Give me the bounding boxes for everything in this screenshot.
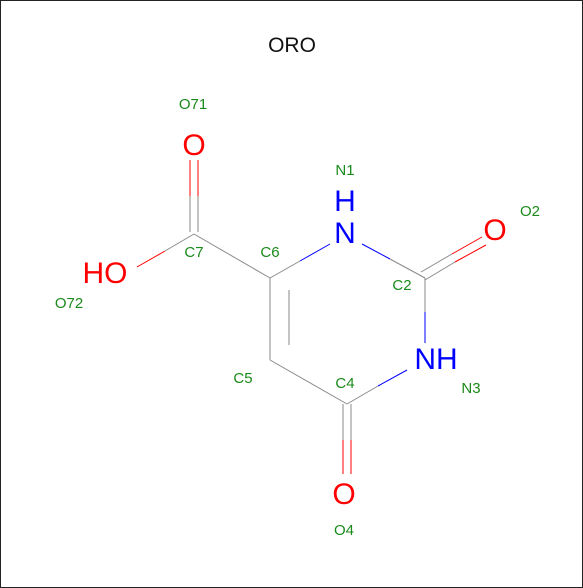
- label-o2: O2: [520, 203, 540, 220]
- bond-c2-o2: [420, 253, 453, 273]
- label-c5: C5: [233, 370, 252, 387]
- atom-o2: O: [483, 214, 506, 247]
- label-n3: N3: [461, 380, 480, 397]
- bond-c2-o2-b-red: [454, 244, 487, 263]
- bond-c7-c6: [193, 233, 271, 279]
- atom-h-n1: H: [334, 185, 356, 218]
- bond-c7-o72: [164, 233, 195, 252]
- label-n1: N1: [335, 162, 354, 179]
- atom-o4: O: [332, 478, 355, 511]
- atom-labels: O71 N1 O2 C7 C6 O72 C2 C5 C4 N3 O4: [55, 96, 540, 539]
- bond-n1-c2-blue: [361, 243, 391, 260]
- diagram-title: ORO: [268, 34, 316, 57]
- bond-c4-c5: [269, 359, 348, 405]
- bond-c7-o72-red: [136, 250, 166, 268]
- bond-n3-c4-blue: [377, 369, 408, 387]
- atom-n3: NH: [414, 343, 457, 376]
- label-c4: C4: [335, 375, 354, 392]
- bond-c2-o2-b: [424, 261, 456, 281]
- atom-o71: O: [182, 129, 205, 162]
- bond-c6-n1-blue: [299, 243, 331, 262]
- bond-n1-c2: [389, 258, 426, 279]
- bond-c2-o2-red: [451, 236, 483, 255]
- atom-n1: N: [334, 217, 356, 250]
- bond-n3-c4: [346, 385, 379, 405]
- atoms: O H N O HO NH O: [83, 129, 507, 511]
- label-o71: O71: [179, 96, 207, 113]
- label-c7: C7: [184, 244, 203, 261]
- label-o72: O72: [55, 295, 83, 312]
- bond-c6-n1: [269, 260, 301, 279]
- label-c2: C2: [392, 277, 411, 294]
- label-c6: C6: [260, 244, 279, 261]
- atom-ho72: HO: [83, 257, 128, 290]
- label-o4: O4: [334, 522, 354, 539]
- bonds: [136, 160, 487, 474]
